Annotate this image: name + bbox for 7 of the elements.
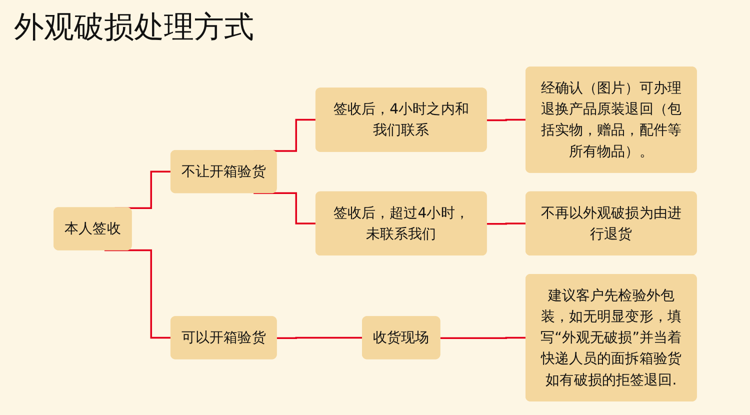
title: 外观破损处理方式	[14, 10, 254, 46]
connector	[104, 249, 172, 339]
connector	[253, 192, 317, 225]
connector	[276, 336, 364, 340]
connector	[486, 118, 528, 122]
connector	[486, 222, 528, 225]
connector	[440, 336, 528, 340]
